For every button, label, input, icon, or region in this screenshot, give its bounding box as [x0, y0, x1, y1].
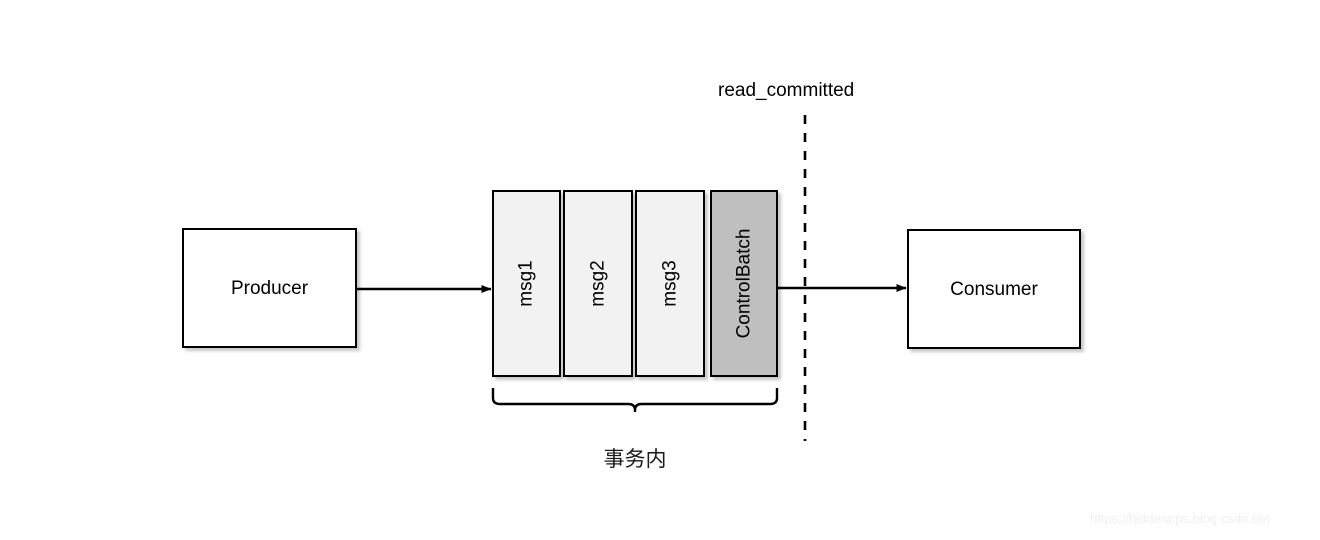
- message-box-control-batch: ControlBatch: [710, 190, 778, 377]
- message-box-label: msg2: [587, 260, 609, 307]
- consumer-node: Consumer: [907, 229, 1081, 349]
- message-box-label: msg1: [516, 260, 537, 307]
- consumer-label: Consumer: [950, 278, 1038, 300]
- transaction-brace: [491, 388, 779, 412]
- message-box-msg3: msg3: [635, 190, 705, 377]
- message-box-msg2: msg2: [563, 190, 633, 377]
- message-box-label: ControlBatch: [733, 228, 755, 339]
- message-box-msg1: msg1: [492, 190, 561, 377]
- message-box-label: msg3: [659, 260, 681, 307]
- transaction-scope-label: 事务内: [603, 447, 667, 471]
- producer-node: Producer: [182, 228, 357, 348]
- producer-label: Producer: [230, 277, 309, 299]
- read-committed-label: read_committed: [718, 80, 855, 101]
- watermark-text: https://hiddenpps.blog.csdn.net: [1090, 511, 1270, 526]
